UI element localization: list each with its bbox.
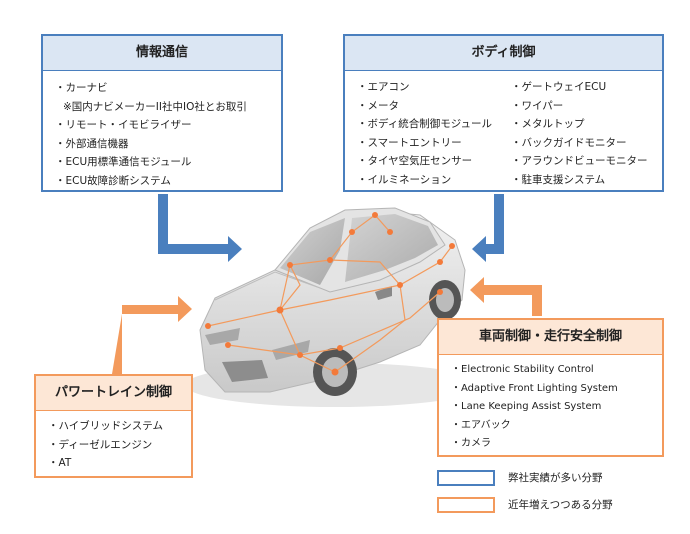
body-control-list-1: ・エアコン ・メータ ・ボディ統合制御モジュール ・スマートエントリー ・タイヤ… bbox=[357, 78, 492, 189]
list-item: ・エアコン bbox=[357, 81, 410, 93]
list-item: ・エアバック bbox=[451, 419, 511, 431]
ecu-node bbox=[349, 229, 355, 235]
ecu-node bbox=[437, 289, 443, 295]
list-item: ・カメラ bbox=[451, 438, 491, 449]
legend-label-blue: 弊社実績が多い分野 bbox=[508, 472, 603, 484]
ecu-nodes bbox=[205, 212, 455, 376]
ecu-node bbox=[449, 243, 455, 249]
ecu-node bbox=[397, 282, 403, 288]
list-item: ・スマートエントリー bbox=[357, 136, 462, 149]
list-item: ・アラウンドビューモニター bbox=[511, 155, 648, 167]
ecu-node bbox=[387, 229, 393, 235]
car-grille bbox=[222, 360, 268, 382]
list-item: ・ECU故障診断システム bbox=[55, 174, 171, 187]
list-item: ・外部通信機器 bbox=[55, 137, 129, 150]
ecu-node bbox=[276, 306, 284, 314]
legend-swatch-blue bbox=[437, 470, 495, 486]
list-item: ・Adaptive Front Lighting System bbox=[451, 382, 618, 394]
body-control-title: ボディ制御 bbox=[345, 36, 662, 71]
ecu-node bbox=[372, 212, 378, 218]
list-item: ・Electronic Stability Control bbox=[451, 364, 594, 375]
list-item: ・ECU用標準通信モジュール bbox=[55, 156, 192, 168]
ecu-node bbox=[437, 259, 443, 265]
ecu-node bbox=[337, 345, 343, 351]
list-item: ・タイヤ空気圧センサー bbox=[357, 155, 473, 167]
ecu-node bbox=[205, 323, 211, 329]
list-item: ・Lane Keeping Assist System bbox=[451, 401, 602, 412]
info-comm-list: ・カーナビ ※国内ナビメーカーII社中IO社とお取引 ・リモート・イモビライザー… bbox=[43, 71, 281, 190]
body-control-list-2: ・ゲートウェイECU ・ワイパー ・メタルトップ ・バックガイドモニター ・アラ… bbox=[511, 78, 648, 189]
ecu-node bbox=[287, 262, 293, 268]
arrow-right-icon bbox=[158, 194, 242, 262]
info-comm-title: 情報通信 bbox=[43, 36, 281, 71]
legend-label-orange: 近年増えつつある分野 bbox=[508, 499, 613, 511]
list-item: ・イルミネーション bbox=[357, 173, 452, 186]
list-item: ・メータ bbox=[357, 99, 399, 112]
orange-arrows bbox=[112, 277, 542, 374]
list-item: ・リモート・イモビライザー bbox=[55, 119, 192, 131]
ecu-node bbox=[331, 368, 339, 376]
info-comm-box: 情報通信 ・カーナビ ※国内ナビメーカーII社中IO社とお取引 ・リモート・イモ… bbox=[41, 34, 283, 192]
ecu-node bbox=[297, 352, 303, 358]
body-control-box: ボディ制御 ・エアコン ・メータ ・ボディ統合制御モジュール ・スマートエントリ… bbox=[343, 34, 664, 192]
powertrain-box: パワートレイン制御 ・ハイブリッドシステム ・ディーゼルエンジン ・AT bbox=[34, 374, 193, 478]
powertrain-title: パワートレイン制御 bbox=[36, 376, 191, 411]
blue-arrows bbox=[158, 194, 504, 262]
ecu-node bbox=[327, 257, 333, 263]
list-item: ・バックガイドモニター bbox=[511, 136, 627, 149]
arrow-left-icon bbox=[470, 277, 542, 316]
legend-swatch-orange bbox=[437, 497, 495, 513]
vehicle-control-list: ・Electronic Stability Control ・Adaptive … bbox=[439, 355, 662, 454]
car-headlight bbox=[205, 328, 240, 345]
powertrain-list: ・ハイブリッドシステム ・ディーゼルエンジン ・AT bbox=[36, 411, 191, 473]
list-item: ・ディーゼルエンジン bbox=[48, 438, 153, 451]
list-item: ・ワイパー bbox=[511, 99, 564, 112]
list-item: ・メタルトップ bbox=[511, 118, 585, 130]
vehicle-control-box: 車両制御・走行安全制御 ・Electronic Stability Contro… bbox=[437, 318, 664, 457]
list-item: ・ボディ統合制御モジュール bbox=[357, 118, 493, 130]
list-item: ・ゲートウェイECU bbox=[511, 81, 607, 93]
vehicle-control-title: 車両制御・走行安全制御 bbox=[439, 320, 662, 355]
arrow-up-right-icon bbox=[112, 296, 192, 374]
car-side-window bbox=[345, 214, 438, 282]
list-item: ・AT bbox=[48, 457, 72, 469]
car-windshield bbox=[280, 218, 345, 285]
arrow-left-icon bbox=[472, 194, 504, 262]
list-item: ・ハイブリッドシステム bbox=[48, 420, 163, 432]
list-item: ※国内ナビメーカーII社中IO社とお取引 bbox=[63, 100, 247, 113]
ecu-node bbox=[225, 342, 231, 348]
list-item: ・駐車支援システム bbox=[511, 173, 606, 186]
list-item: ・カーナビ bbox=[55, 82, 108, 94]
